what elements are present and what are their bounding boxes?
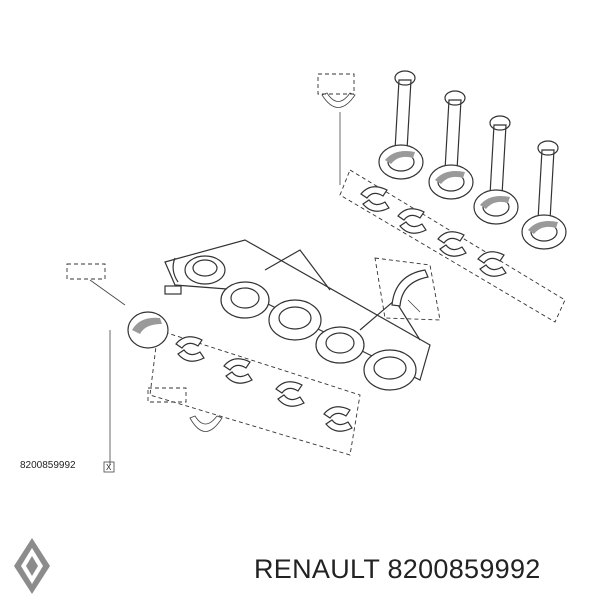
connecting-rod	[428, 90, 474, 200]
crankshaft	[164, 239, 431, 391]
rod-bearing-shells	[360, 186, 507, 277]
callout-box-left	[66, 263, 106, 280]
callout-bearing-icon-top	[321, 92, 356, 108]
bearing-shell	[323, 406, 353, 432]
part-number-label: 8200859992	[20, 460, 76, 471]
callout-bearing-icon-lower	[189, 415, 223, 432]
connecting-rod	[473, 115, 519, 225]
main-bearing-frame	[149, 329, 361, 456]
rod-bearing-frame	[339, 169, 566, 323]
callout-box-top	[317, 73, 355, 95]
bearing-shell	[477, 251, 507, 277]
bearing-shell	[437, 231, 467, 257]
small-clip	[164, 285, 182, 295]
connecting-rod	[378, 70, 424, 180]
thrust-washer	[391, 269, 429, 307]
bearing-shell	[275, 381, 305, 407]
callout-marker-box	[103, 461, 115, 473]
connecting-rod	[521, 140, 567, 250]
brand-part-number: 8200859992	[387, 554, 541, 584]
main-bearing-shells	[175, 336, 353, 432]
bearing-shell	[397, 208, 427, 234]
bearing-shell	[360, 186, 390, 212]
callout-box-lower	[147, 387, 187, 403]
bearing-shell	[175, 336, 205, 362]
thrust-washer-frame	[374, 257, 441, 321]
renault-diamond-logo	[14, 538, 50, 594]
brand-name: RENAULT	[254, 554, 380, 584]
brand-title: RENAULT 8200859992	[254, 554, 541, 585]
callout-marker: X	[106, 463, 112, 472]
connecting-rods	[378, 70, 567, 250]
bearing-shell	[223, 358, 253, 384]
